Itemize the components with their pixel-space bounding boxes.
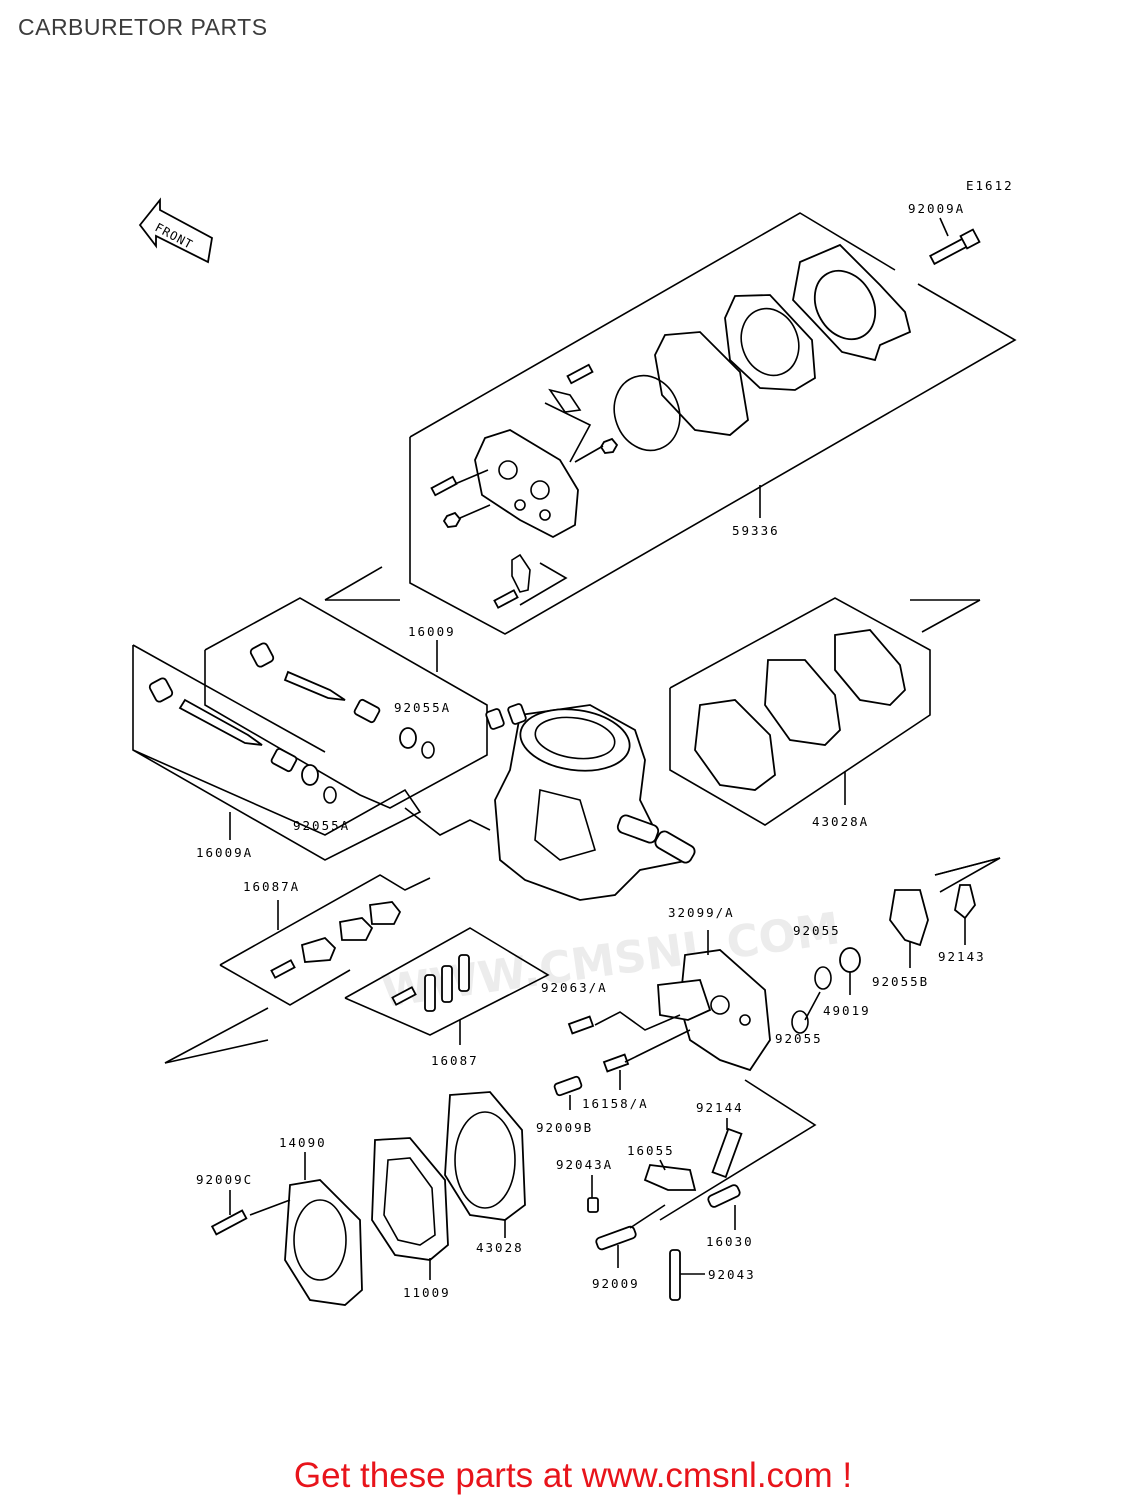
label-16087: 16087 xyxy=(431,1053,479,1068)
label-43028a: 43028A xyxy=(812,814,869,829)
label-49019: 49019 xyxy=(823,1003,871,1018)
pump-diaphragm-ring xyxy=(613,374,681,452)
label-92043: 92043 xyxy=(708,1267,756,1282)
pump-body xyxy=(474,429,579,539)
label-92009c: 92009C xyxy=(196,1172,253,1187)
label-92055b: 92055B xyxy=(872,974,929,989)
label-92063-a: 92063/A xyxy=(541,980,608,995)
label-92009b: 92009B xyxy=(536,1120,593,1135)
label-14090: 14090 xyxy=(279,1135,327,1150)
bottom-cover-group xyxy=(210,1091,526,1306)
bolt-92009a xyxy=(929,228,981,266)
label-59336: 59336 xyxy=(732,523,780,538)
front-arrow-icon: FRONT xyxy=(138,197,213,264)
gasket-group-43028a xyxy=(669,597,931,826)
label-92055-bottom: 92055 xyxy=(775,1031,823,1046)
label-16087a: 16087A xyxy=(243,879,300,894)
label-92144: 92144 xyxy=(696,1100,744,1115)
gasket-11009 xyxy=(371,1137,449,1261)
page-title: CARBURETOR PARTS xyxy=(18,14,268,40)
label-11009: 11009 xyxy=(403,1285,451,1300)
label-92009a: 92009A xyxy=(908,201,965,216)
label-92055a-bottom: 92055A xyxy=(293,818,350,833)
float-group-16087 xyxy=(344,927,550,1045)
pump-assembly-group xyxy=(409,212,1017,635)
label-92009: 92009 xyxy=(592,1276,640,1291)
label-92043a: 92043A xyxy=(556,1157,613,1172)
label-16158-a: 16158/A xyxy=(582,1096,649,1111)
label-16009a: 16009A xyxy=(196,845,253,860)
label-92055a-top: 92055A xyxy=(394,700,451,715)
label-92055-top: 92055 xyxy=(793,923,841,938)
carburetor-body xyxy=(485,703,696,901)
mixture-screw-group xyxy=(204,597,488,809)
footer-link[interactable]: Get these parts at www.cmsnl.com ! xyxy=(293,1456,853,1495)
label-16030: 16030 xyxy=(706,1234,754,1249)
diagram-code: E1612 xyxy=(966,178,1014,193)
needle-valve-group-16087a xyxy=(219,874,431,1006)
pump-cover-group-32099 xyxy=(553,857,1001,1221)
mixture-screw-a-group xyxy=(132,644,491,861)
label-32099-a: 32099/A xyxy=(668,905,735,920)
label-16009: 16009 xyxy=(408,624,456,639)
label-43028: 43028 xyxy=(476,1240,524,1255)
pump-diaphragm xyxy=(654,331,749,436)
label-92143: 92143 xyxy=(938,949,986,964)
label-16055: 16055 xyxy=(627,1143,675,1158)
small-parts-group xyxy=(587,1118,743,1301)
cover-14090 xyxy=(284,1179,363,1306)
